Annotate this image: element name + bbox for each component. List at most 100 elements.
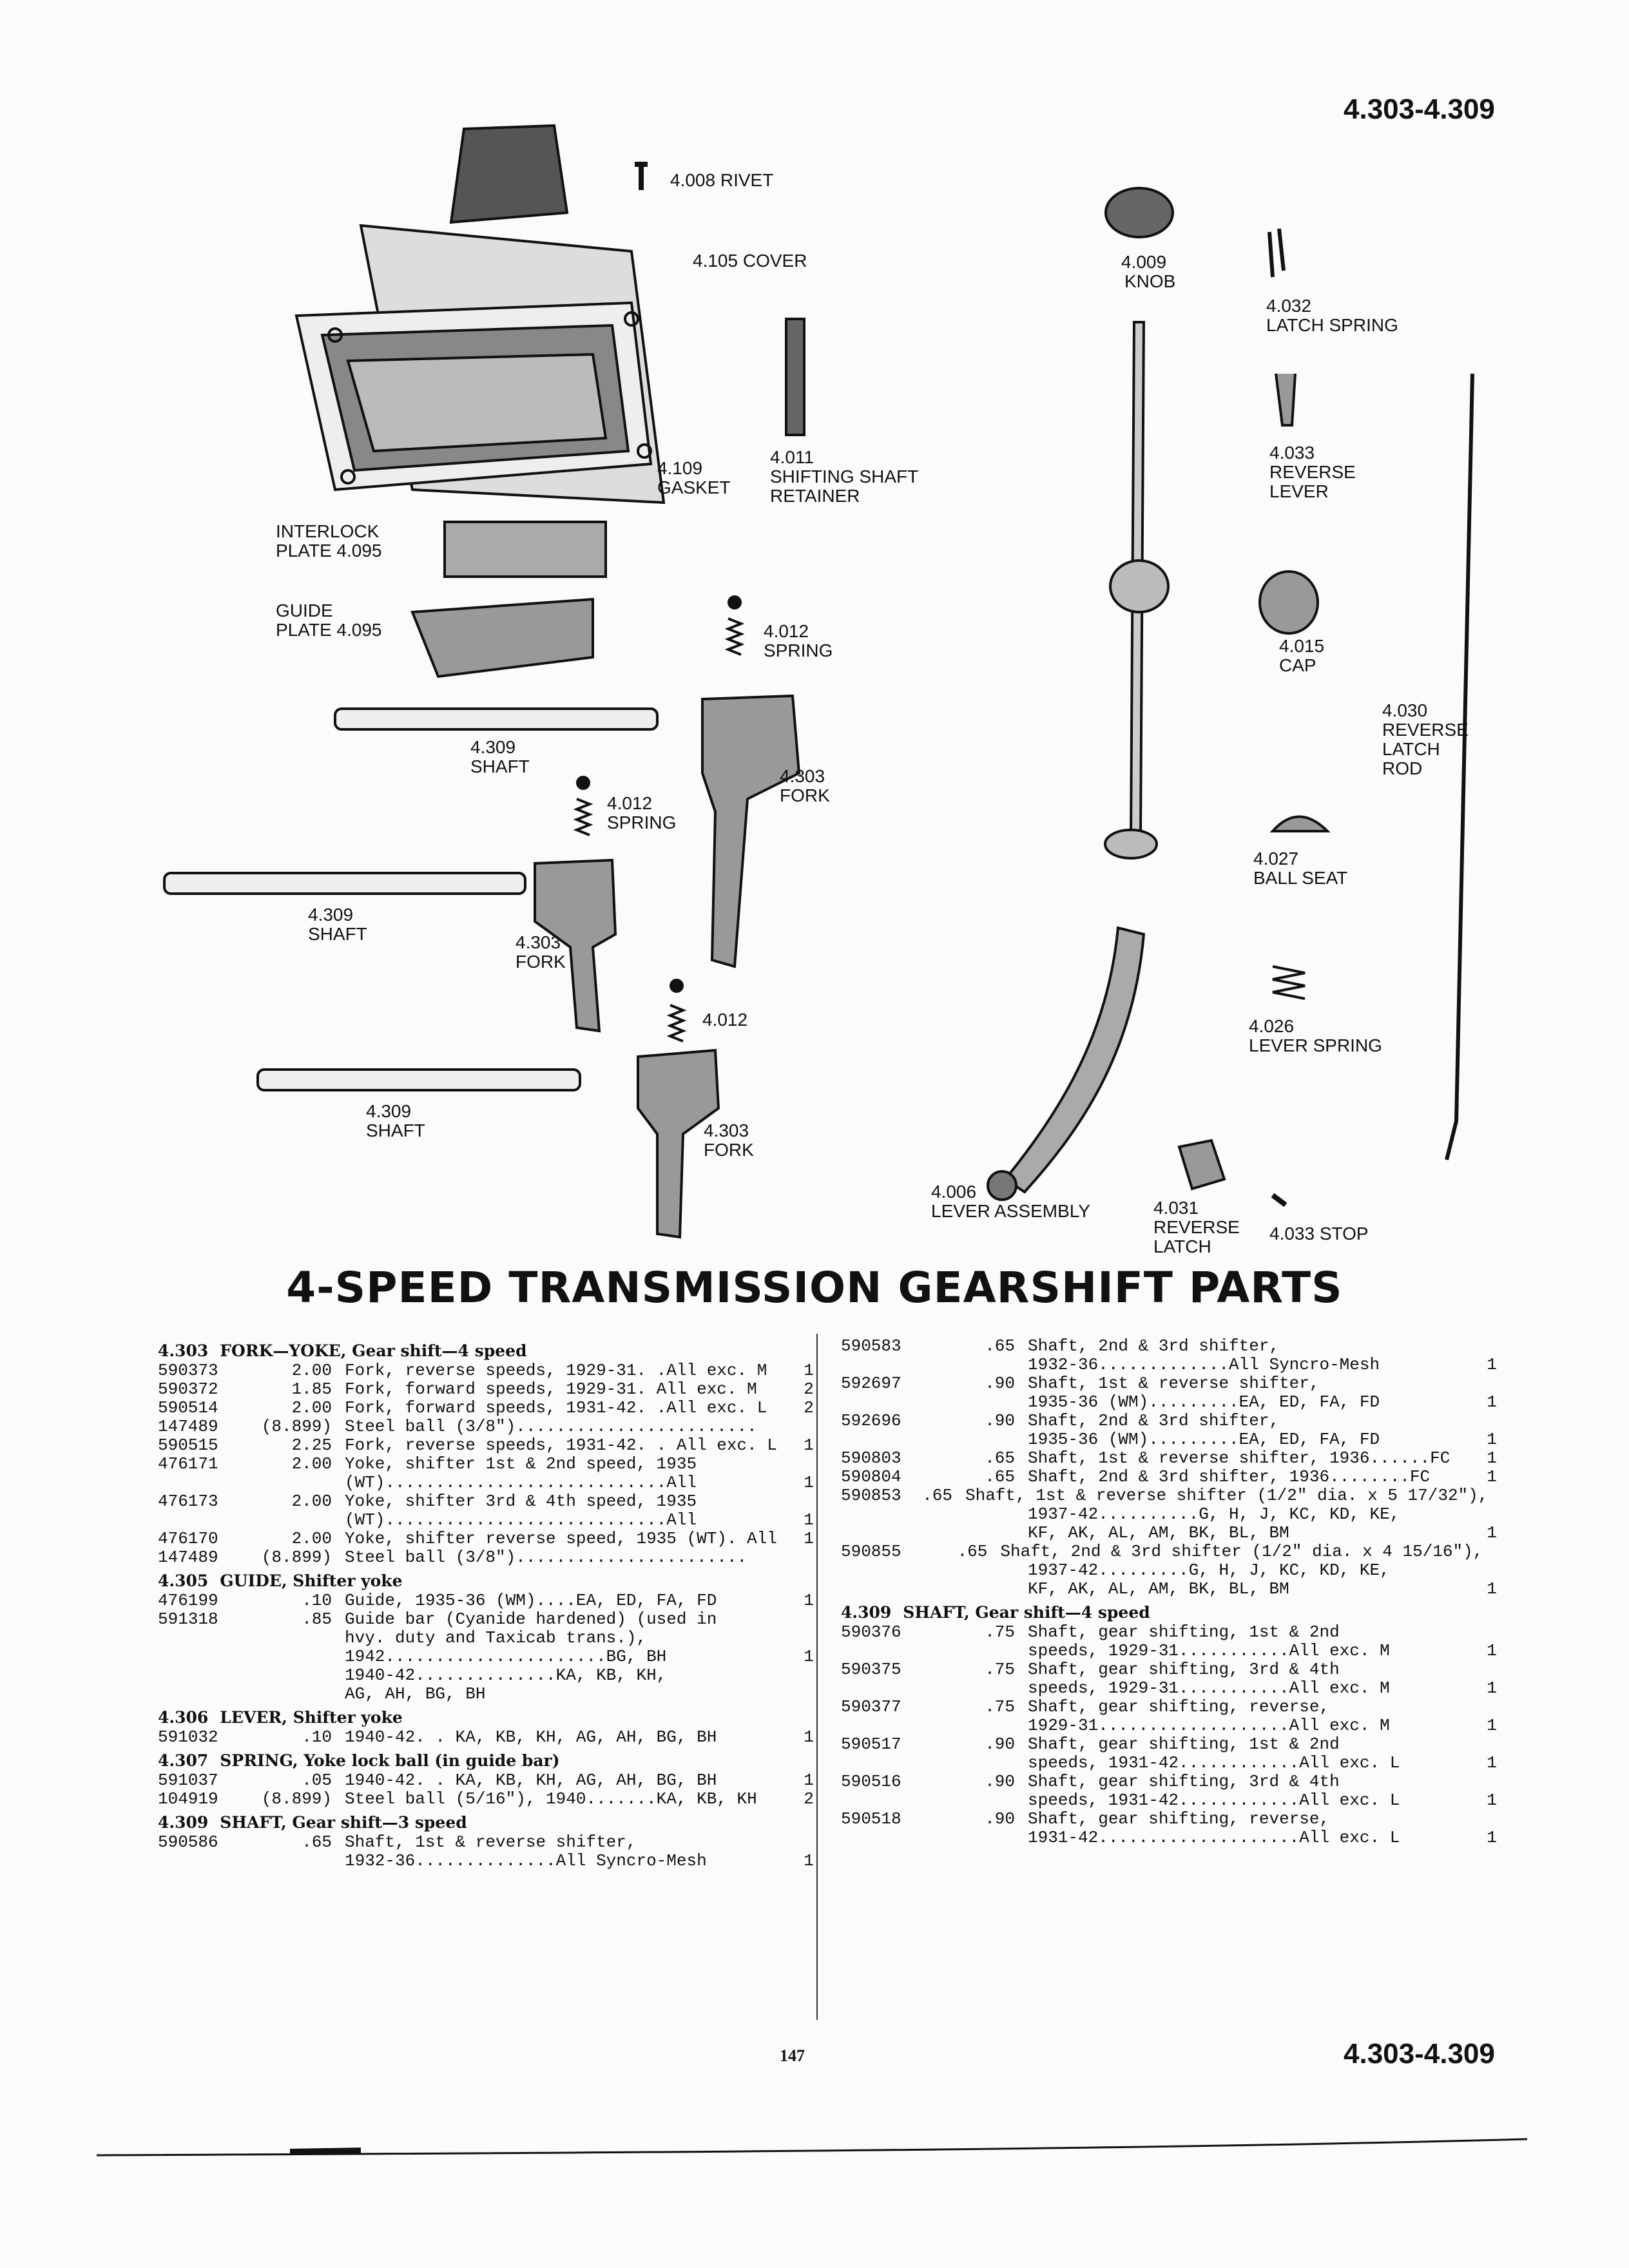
- label-reverse-latch-rod-2: LATCH: [1382, 739, 1440, 759]
- part-number: [158, 1685, 261, 1704]
- part-number: [841, 1642, 944, 1660]
- price: [261, 1852, 345, 1870]
- label-reverse-latch-rod-1: REVERSE: [1382, 720, 1469, 740]
- part-number: 590803: [841, 1448, 901, 1468]
- label-spring-b: SPRING: [607, 812, 677, 832]
- label-lever-assembly: LEVER ASSEMBLY: [931, 1201, 1090, 1221]
- label-reverse-latch-num: 4.031: [1153, 1198, 1199, 1218]
- description: 1940-42. . KA, KB, KH, AG, AH, BG, BH: [345, 1727, 717, 1747]
- price: .90: [985, 1772, 1015, 1791]
- description: Steel ball (3/8").......................…: [345, 1417, 757, 1436]
- quantity: 1: [1487, 1355, 1497, 1374]
- section-number: 4.309: [158, 1813, 209, 1832]
- label-reverse-lever-num: 4.033: [1269, 443, 1315, 463]
- quantity: 1: [804, 1771, 814, 1790]
- quantity: 1: [804, 1727, 814, 1747]
- shaft-a-drawing: [334, 707, 659, 731]
- reverse-latch-drawing: [1177, 1139, 1226, 1191]
- label-reverse-lever-1: REVERSE: [1269, 462, 1356, 482]
- label-lever-spring: LEVER SPRING: [1249, 1035, 1382, 1055]
- quantity: [796, 1833, 822, 1852]
- price: (8.899): [261, 1417, 332, 1436]
- quantity: 1: [804, 1647, 814, 1666]
- label-interlock-2: PLATE 4.095: [276, 541, 382, 561]
- price: [261, 1629, 345, 1648]
- cover-assembly-drawing: [294, 124, 666, 505]
- price: [944, 1580, 1028, 1599]
- description: Shaft, 1st & reverse shifter,: [1028, 1374, 1320, 1393]
- quantity: [1488, 1486, 1505, 1505]
- column-divider: [816, 1334, 818, 2020]
- label-spring-c: 4.012: [702, 1010, 748, 1030]
- description: (WT)............................All: [345, 1473, 697, 1492]
- page-reference-top: 4.303-4.309: [1344, 93, 1495, 125]
- description: 1932-36.............All Syncro-Mesh: [1028, 1355, 1380, 1374]
- description: Shaft, gear shifting, reverse,: [1028, 1809, 1330, 1829]
- quantity: [796, 1610, 822, 1629]
- label-ball-seat: BALL SEAT: [1253, 868, 1348, 888]
- part-number: 476199: [158, 1591, 218, 1610]
- price: .65: [302, 1832, 332, 1852]
- price: [944, 1716, 1028, 1735]
- reverse-latch-rod-drawing: [1445, 373, 1474, 1160]
- section-number: 4.303: [158, 1341, 209, 1360]
- price: .65: [985, 1448, 1015, 1468]
- label-latch-spring: LATCH SPRING: [1266, 315, 1398, 335]
- part-number: [841, 1393, 944, 1412]
- section-number: 4.307: [158, 1751, 209, 1770]
- quantity: 1: [804, 1473, 814, 1492]
- part-number: 590583: [841, 1336, 901, 1356]
- price: [944, 1393, 1028, 1412]
- label-knob: KNOB: [1124, 271, 1176, 291]
- price: .90: [985, 1411, 1015, 1430]
- description: Fork, forward speeds, 1931-42. .All exc.…: [345, 1398, 767, 1418]
- section-title: SHAFT, Gear shift—3 speed: [220, 1813, 467, 1832]
- part-number: 591032: [158, 1727, 218, 1747]
- interlock-plate-drawing: [443, 521, 607, 578]
- parts-row: hvy. duty and Taxicab trans.),: [158, 1629, 822, 1648]
- description: speeds, 1931-42............All exc. L: [1028, 1753, 1400, 1773]
- quantity: [1479, 1773, 1505, 1791]
- retainer-drawing: [785, 318, 805, 436]
- price: [944, 1356, 1028, 1374]
- label-shaft-b-num: 4.309: [308, 905, 354, 925]
- section-number: 4.305: [158, 1571, 209, 1590]
- label-shaft-a: SHAFT: [470, 756, 530, 776]
- price: [261, 1648, 345, 1666]
- parts-row: 1940-42..............KA, KB, KH,: [158, 1666, 822, 1685]
- price: .05: [302, 1771, 332, 1790]
- label-stop: 4.033 STOP: [1269, 1224, 1369, 1244]
- spring-a-drawing: [724, 617, 745, 656]
- quantity: 1: [1487, 1678, 1497, 1698]
- quantity: [1479, 1810, 1505, 1829]
- page-number: 147: [780, 2046, 805, 2065]
- label-cover: 4.105 COVER: [693, 251, 807, 271]
- description: Shaft, gear shifting, reverse,: [1028, 1697, 1330, 1716]
- label-lever-spring-num: 4.026: [1249, 1016, 1295, 1036]
- quantity: [1479, 1505, 1505, 1524]
- quantity: [796, 1629, 822, 1648]
- quantity: 1: [1487, 1641, 1497, 1660]
- part-number: [841, 1754, 944, 1773]
- part-number: 591318: [158, 1610, 218, 1629]
- ball-seat-drawing: [1269, 815, 1331, 832]
- part-number: 590517: [841, 1735, 901, 1754]
- price: [261, 1685, 345, 1704]
- label-latch-spring-num: 4.032: [1266, 296, 1312, 316]
- part-number: 590377: [841, 1697, 901, 1716]
- label-reverse-latch-rod-3: ROD: [1382, 758, 1423, 778]
- label-interlock-1: INTERLOCK: [276, 521, 380, 541]
